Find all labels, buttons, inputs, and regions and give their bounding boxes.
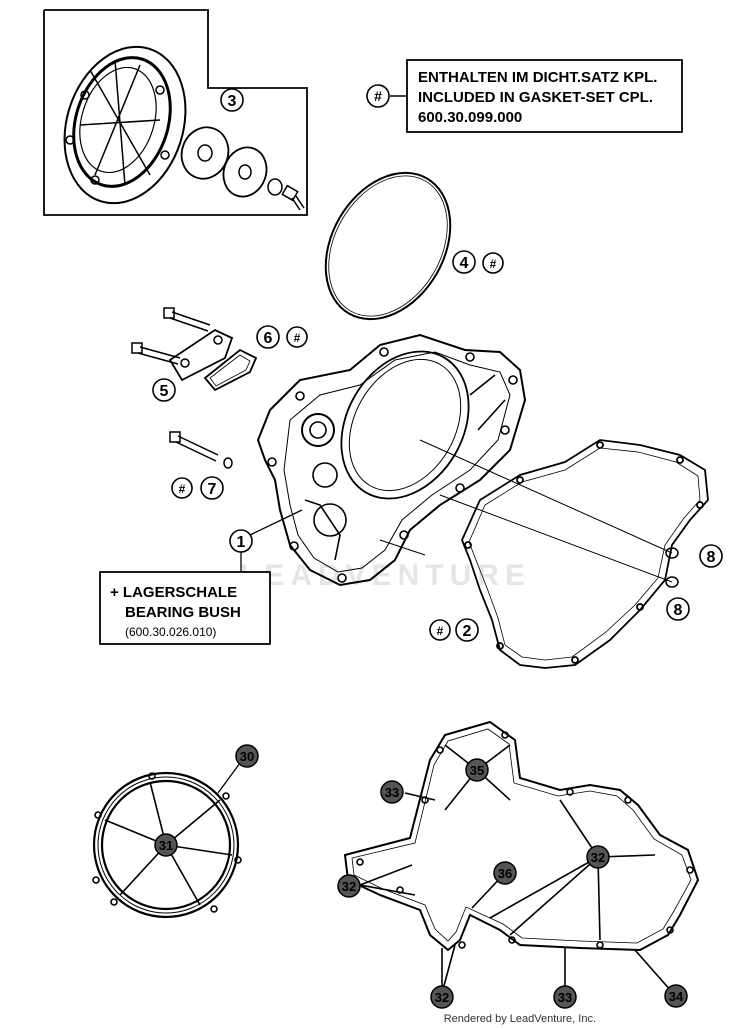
callout-8b: 8 <box>666 597 690 621</box>
callout-32c: 32 <box>430 985 454 1009</box>
callout-33b: 33 <box>553 985 577 1009</box>
bearing-note-line1: + LAGERSCHALE <box>110 584 237 601</box>
callout-33b-label: 33 <box>558 990 572 1005</box>
inspection-cover <box>131 307 258 392</box>
callout-6-label: 6 <box>264 330 273 347</box>
bolt-7 <box>169 431 233 469</box>
callout-33a: 33 <box>380 780 404 804</box>
bearing-note-line2: BEARING BUSH <box>125 604 241 621</box>
dowel-pins <box>665 547 679 588</box>
callout-7-label: 7 <box>208 481 217 498</box>
callout-1: 1 <box>229 509 303 572</box>
callout-4: 4 # <box>452 250 504 274</box>
callout-33a-label: 33 <box>385 785 399 800</box>
callout-35: 35 <box>465 758 489 782</box>
clutch-cover <box>256 333 673 587</box>
callout-4-hash: # <box>490 257 497 271</box>
callout-34-label: 34 <box>669 989 684 1004</box>
callout-6: 6 # <box>256 325 308 349</box>
callout-32b-label: 32 <box>342 879 356 894</box>
callout-4-label: 4 <box>460 255 469 272</box>
gasket-note-line2: INCLUDED IN GASKET-SET CPL. <box>418 89 653 106</box>
bearing-bush-note: + LAGERSCHALE BEARING BUSH (600.30.026.0… <box>99 571 271 645</box>
callout-1-label: 1 <box>237 534 246 551</box>
gasket-note-symbol: # <box>374 88 382 104</box>
callout-2-label: 2 <box>463 623 472 640</box>
callout-8a-label: 8 <box>707 549 716 566</box>
callout-2: # 2 <box>429 618 479 642</box>
callout-31-label: 31 <box>159 838 173 853</box>
callout-3-label: 3 <box>228 93 237 110</box>
callout-7: # 7 <box>171 476 224 500</box>
bearing-note-line3: (600.30.026.010) <box>125 625 216 639</box>
gasket-note-line1: ENTHALTEN IM DICHT.SATZ KPL. <box>418 69 657 86</box>
watermark: LEADVENTURE <box>240 559 531 592</box>
o-ring <box>324 171 452 321</box>
callout-8a: 8 <box>699 544 723 568</box>
callout-7-hash: # <box>179 482 186 496</box>
callout-32a-label: 32 <box>591 850 605 865</box>
callout-3: 3 <box>220 88 244 112</box>
callout-31: 31 <box>154 833 178 857</box>
callout-8b-label: 8 <box>674 602 683 619</box>
callout-35-label: 35 <box>470 763 484 778</box>
callout-2-hash: # <box>437 624 444 638</box>
callout-34: 34 <box>664 984 688 1008</box>
callout-32c-label: 32 <box>435 990 449 1005</box>
callout-6-hash: # <box>294 331 301 345</box>
callout-36: 36 <box>493 861 517 885</box>
gasket-set-note: # ENTHALTEN IM DICHT.SATZ KPL. INCLUDED … <box>366 59 683 133</box>
callout-5-label: 5 <box>160 383 169 400</box>
round-clutch-cover <box>92 771 242 919</box>
callout-32b: 32 <box>337 874 361 898</box>
footer-credit: Rendered by LeadVenture, Inc. <box>444 1013 596 1025</box>
callout-5: 5 <box>152 378 176 402</box>
cover-gasket <box>461 439 709 669</box>
callout-30: 30 <box>217 744 259 794</box>
crankcase-gasket <box>343 720 700 994</box>
clutch-cap-detail <box>43 9 308 216</box>
callout-30-label: 30 <box>240 749 254 764</box>
callout-36-label: 36 <box>498 866 512 881</box>
gasket-note-line3: 600.30.099.000 <box>418 109 522 126</box>
callout-32a: 32 <box>586 845 610 869</box>
